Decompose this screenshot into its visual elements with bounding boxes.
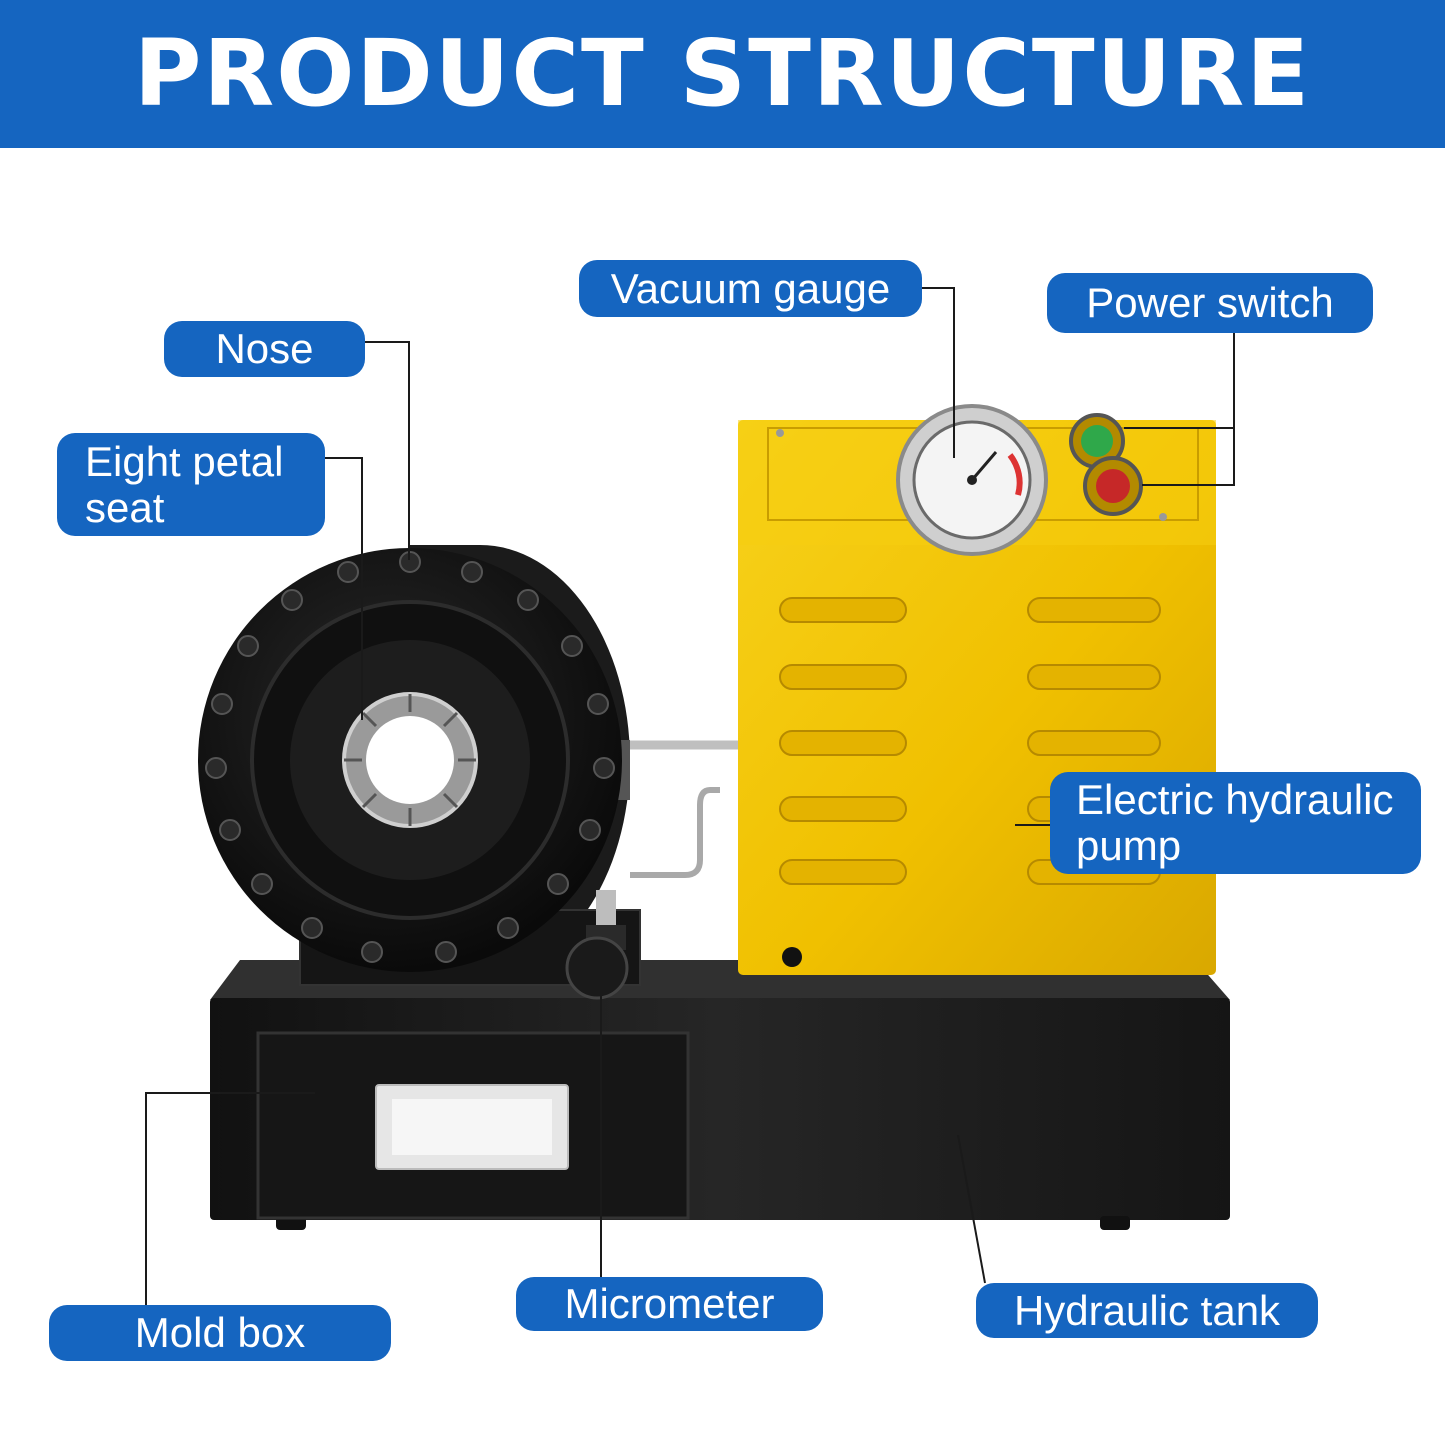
- label-vacuum-gauge: Vacuum gauge: [579, 260, 922, 317]
- title-banner: PRODUCT STRUCTURE: [0, 0, 1445, 148]
- power-switch: [1069, 413, 1143, 516]
- micrometer: [565, 890, 629, 1000]
- leader-lines: [145, 287, 1235, 1305]
- label-power-switch: Power switch: [1047, 273, 1373, 333]
- vacuum-gauge: [896, 404, 1048, 556]
- page-title: PRODUCT STRUCTURE: [133, 20, 1312, 127]
- hydraulic-pipe: [620, 740, 740, 878]
- mold-box: [256, 1031, 690, 1220]
- label-mold-box: Mold box: [49, 1305, 391, 1361]
- label-nose: Nose: [164, 321, 365, 377]
- label-electric-hydraulic-pump: Electric hydraulic pump: [1050, 772, 1421, 874]
- label-micrometer: Micrometer: [516, 1277, 823, 1331]
- label-eight-petal-seat: Eight petal seat: [57, 433, 325, 536]
- eight-petal-seat: [342, 692, 478, 828]
- label-hydraulic-tank: Hydraulic tank: [976, 1283, 1318, 1338]
